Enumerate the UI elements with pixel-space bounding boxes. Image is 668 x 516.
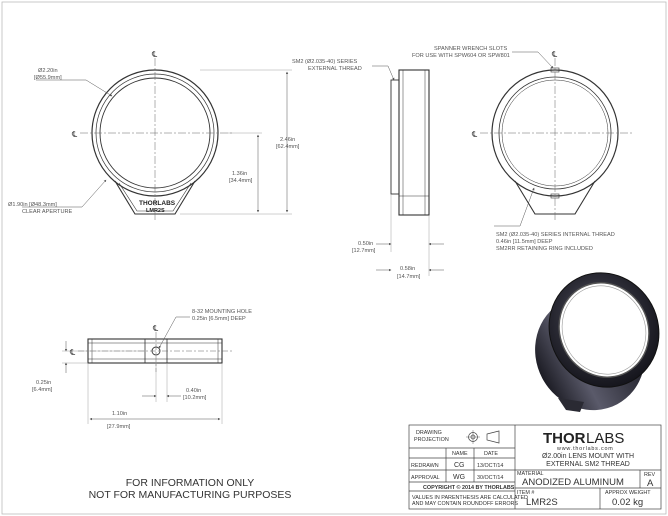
description-line-2: EXTERNAL SM2 THREAD <box>546 461 630 468</box>
offset-dimension: 0.25in <box>36 380 51 386</box>
item-value: LMR2S <box>526 497 558 508</box>
centerline-mark-back-left: ℄ <box>471 130 478 139</box>
centerline-mark-front-top: ℄ <box>151 50 158 59</box>
values-note-2: AND MAY CONTAIN ROUNDOFF ERRORS <box>412 501 518 507</box>
retaining-ring-note: SM2RR RETAINING RING INCLUDED <box>496 246 593 252</box>
width1-dimension-mm: [12.7mm] <box>352 248 376 254</box>
centerline-mark-bottom-left: ℄ <box>69 348 76 357</box>
length-dimension: 1.10in <box>112 411 127 417</box>
width1-dimension: 0.50in <box>358 241 373 247</box>
material-label: MATERIAL <box>517 471 544 477</box>
width2-dimension-mm: [14.7mm] <box>397 274 421 280</box>
engraving-part-number: LMR2S <box>146 208 165 214</box>
rev-value: A <box>647 478 654 489</box>
rev-label: REV <box>644 472 655 478</box>
values-note-1: VALUES IN PARENTHESIS ARE CALCULATED <box>412 495 528 501</box>
aperture-dimension: Ø1.90in [Ø48.3mm] <box>8 202 57 208</box>
material-value: ANODIZED ALUMINUM <box>522 477 624 488</box>
depth-dimension: 0.40in <box>186 388 201 394</box>
front-view <box>22 58 292 222</box>
center-height-dimension-mm: [34.4mm] <box>229 178 253 184</box>
back-view <box>480 51 632 227</box>
spanner-slots-note-2: FOR USE WITH SPW604 OR SPW801 <box>412 53 510 59</box>
width2-dimension: 0.58in <box>400 266 415 272</box>
center-height-dimension: 1.36in <box>232 171 247 177</box>
depth-dimension-mm: [10.2mm] <box>183 395 207 401</box>
projection-label: PROJECTION <box>414 437 449 443</box>
company-logo-thor: THOR <box>543 430 586 447</box>
external-thread-note: SM2 (Ø2.035-40) SERIES <box>292 59 358 65</box>
disclaimer-line-2: NOT FOR MANUFACTURING PURPOSES <box>89 489 292 501</box>
spanner-slots-note: SPANNER WRENCH SLOTS <box>434 46 508 52</box>
external-thread-note-2: EXTERNAL THREAD <box>308 66 362 72</box>
redrawn-label: REDRAWN <box>411 463 439 469</box>
od-dimension-mm: [Ø55.9mm] <box>34 75 62 81</box>
description-line-1: Ø2.00in LENS MOUNT WITH <box>542 453 634 460</box>
company-website: www.thorlabs.com <box>556 446 614 452</box>
approval-name: WG <box>453 474 465 481</box>
weight-value: 0.02 kg <box>612 497 643 508</box>
od-dimension: Ø2.20in <box>38 68 58 74</box>
weight-label: APPROX WEIGHT <box>605 490 651 496</box>
mounting-hole-note: 8-32 MOUNTING HOLE <box>192 309 252 315</box>
approval-label: APPROVAL <box>411 475 440 481</box>
aperture-caption: CLEAR APERTURE <box>22 209 73 215</box>
height-dimension-mm: [62.4mm] <box>276 144 300 150</box>
centerline-mark-back-top: ℄ <box>551 50 558 59</box>
side-view <box>372 65 444 276</box>
company-logo-labs: LABS <box>586 430 624 447</box>
engraving-logo: THORLABS <box>139 200 176 207</box>
date-header: DATE <box>484 451 498 457</box>
drawing-label: DRAWING <box>416 430 442 436</box>
mounting-hole-depth: 0.25in [6.5mm] DEEP <box>192 316 246 322</box>
redrawn-name: CG <box>454 462 465 469</box>
internal-thread-note: SM2 (Ø2.035-40) SERIES INTERNAL THREAD <box>496 232 615 238</box>
item-label: ITEM # <box>517 490 534 496</box>
height-dimension: 2.46in <box>280 137 295 143</box>
centerline-mark-bottom-top: ℄ <box>152 324 159 333</box>
redrawn-date: 13/OCT/14 <box>477 463 503 469</box>
disclaimer-line-1: FOR INFORMATION ONLY <box>126 477 255 489</box>
bottom-view <box>62 316 232 424</box>
name-header: NAME <box>452 451 468 457</box>
length-dimension-mm: [27.9mm] <box>107 424 131 430</box>
title-block <box>408 424 662 510</box>
centerline-mark-front-left: ℄ <box>71 130 78 139</box>
offset-dimension-mm: [6.4mm] <box>32 387 53 393</box>
approval-date: 30/OCT/14 <box>477 475 503 481</box>
copyright-note: COPYRIGHT © 2014 BY THORLABS <box>423 484 515 491</box>
internal-thread-depth: 0.46in [11.5mm] DEEP <box>496 239 553 245</box>
isometric-render <box>535 272 660 412</box>
